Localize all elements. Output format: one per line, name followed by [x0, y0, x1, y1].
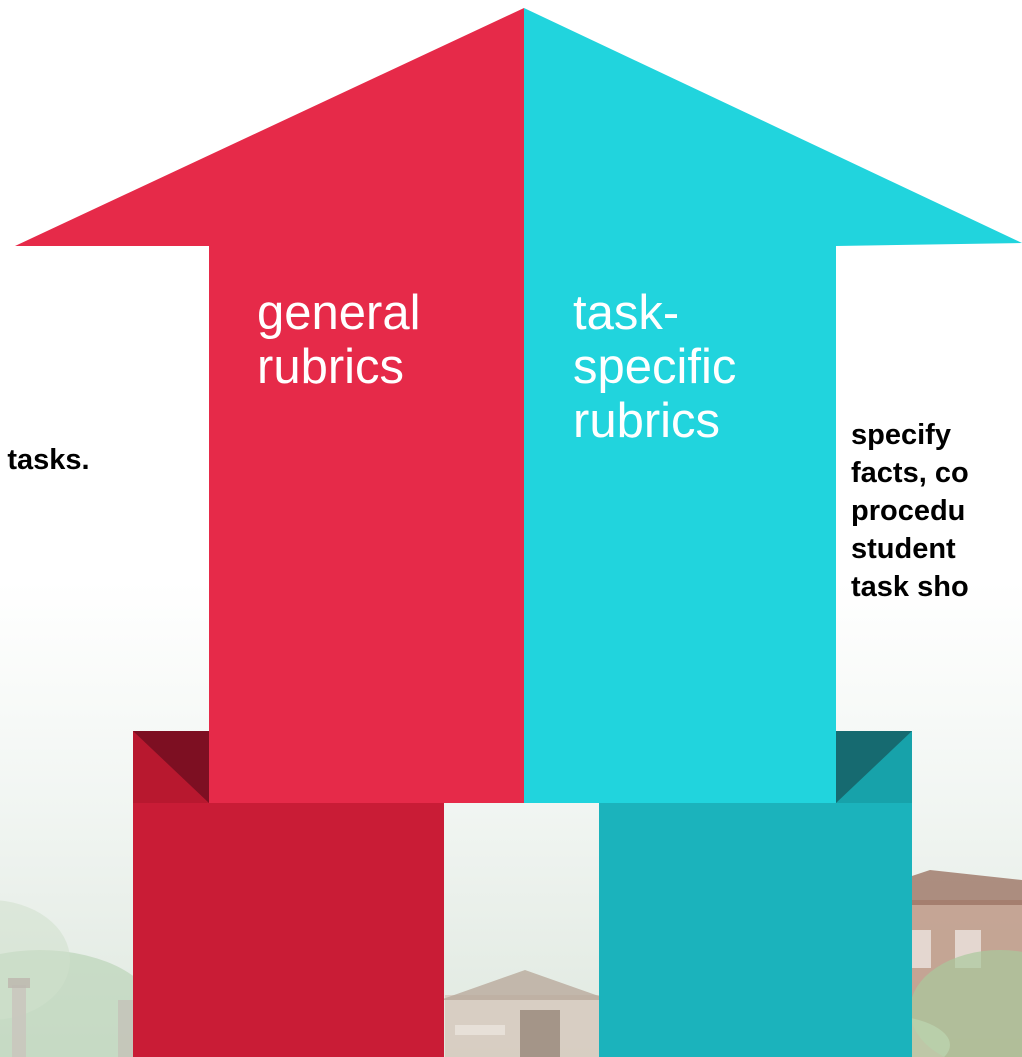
label-line: rubrics	[257, 340, 405, 394]
right-lower-band	[599, 803, 912, 1057]
description-line: r tasks.	[0, 444, 90, 476]
description-line: specify	[851, 419, 951, 451]
right-fold-shadow	[836, 731, 912, 803]
left-lower-band	[133, 803, 444, 1057]
label-line: task-	[573, 286, 680, 340]
left-fold-shadow	[133, 731, 209, 803]
label-line: rubrics	[573, 394, 721, 448]
task-specific-rubrics-label: task- specific rubrics	[573, 286, 736, 448]
task-specific-rubrics-description: specify facts, co procedu student task s…	[851, 416, 969, 606]
description-line: procedu	[851, 495, 966, 527]
general-rubrics-description: r tasks.	[0, 441, 90, 479]
label-line: specific	[573, 340, 737, 394]
right-arrow-half	[524, 8, 1022, 803]
left-arrow-half	[15, 8, 524, 803]
description-line: student	[851, 533, 956, 565]
general-rubrics-label: general rubrics	[257, 286, 420, 394]
description-line: facts, co	[851, 457, 969, 489]
label-line: general	[257, 286, 421, 340]
description-line: task sho	[851, 571, 969, 603]
